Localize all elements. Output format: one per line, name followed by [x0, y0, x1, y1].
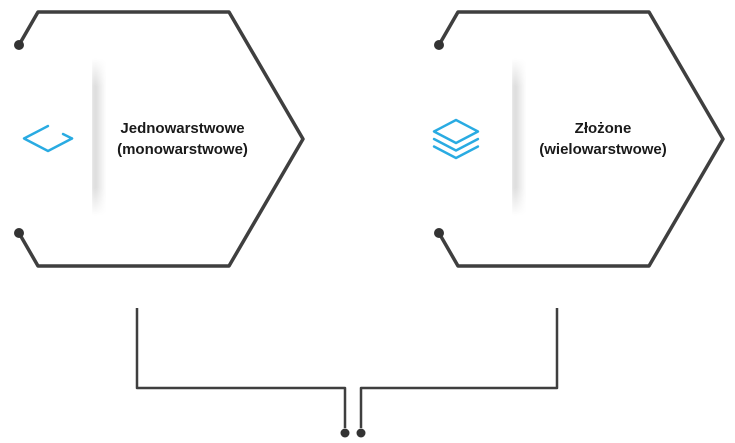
hexagon-multi-layer	[437, 10, 725, 268]
hexagon-single-layer-bottom-dot	[14, 228, 24, 238]
multi-layer-label: Złożone (wielowarstwowe)	[539, 120, 667, 158]
hexagon-single-layer	[17, 10, 305, 268]
hexagon-multi-layer-bottom-dot	[434, 228, 444, 238]
connector-multi-layer	[359, 308, 559, 428]
single-layer-label: Jednowarstwowe (monowarstwowe)	[117, 120, 248, 158]
hexagon-multi-layer-top-dot	[434, 40, 444, 50]
multi-layer-divider-shadow	[512, 58, 526, 216]
connector-single-layer	[135, 308, 347, 428]
single-layer-icon	[22, 121, 74, 157]
single-layer-divider-shadow	[92, 58, 106, 216]
stacked-layers-icon	[430, 115, 482, 163]
connector-left-end-dot	[340, 428, 350, 438]
connector-right-end-dot	[356, 428, 366, 438]
hexagon-single-layer-top-dot	[14, 40, 24, 50]
